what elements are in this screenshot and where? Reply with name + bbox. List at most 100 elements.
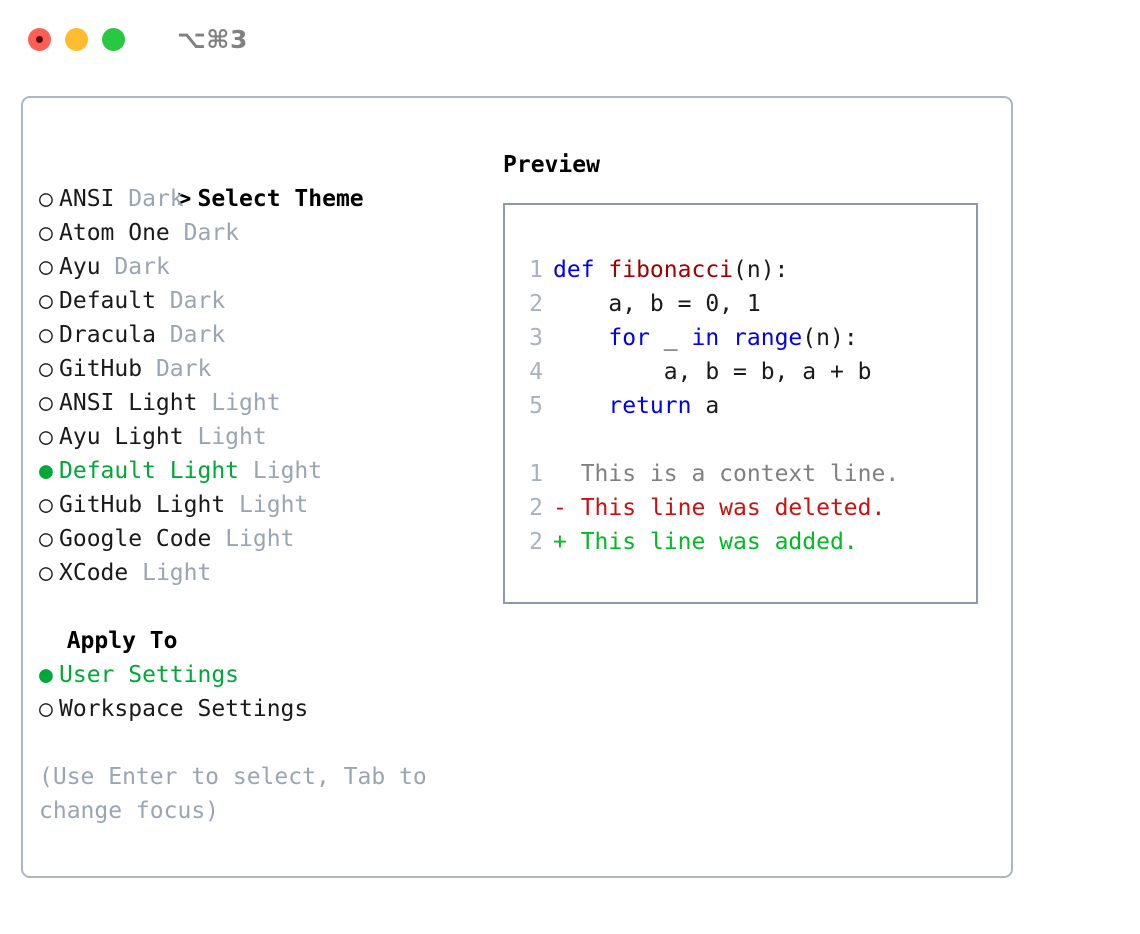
code-token: in [691,325,720,351]
code-token [553,325,608,351]
diff-marker: - [553,495,581,521]
theme-name: Ayu [59,254,101,280]
theme-name: Default Light [59,458,240,484]
traffic-light-group [28,27,125,51]
theme-picker-column: > Select Theme ○ ANSI Dark○ Atom One Dar… [39,148,489,828]
select-theme-label: Select Theme [197,186,364,212]
theme-name: Google Code [59,526,212,552]
window-title: ⌥⌘3 [177,24,248,54]
theme-list-item[interactable]: ○ ANSI Dark [39,182,489,216]
diff-marker [553,461,581,487]
select-theme-header: > Select Theme [39,148,489,212]
apply-to-option[interactable]: ● User Settings [39,658,489,692]
theme-name: Ayu Light [59,424,184,450]
theme-variant-badge: Light [225,526,295,552]
radio-unselected-icon[interactable]: ○ [39,220,67,246]
theme-name: Default [59,288,156,314]
radio-unselected-icon[interactable]: ○ [39,322,67,348]
main-panel: > Select Theme ○ ANSI Dark○ Atom One Dar… [21,96,1013,878]
theme-variant-badge: Dark [169,322,226,348]
radio-unselected-icon[interactable]: ○ [39,526,67,552]
diff-line: 1 This is a context line. [519,457,899,491]
theme-list-item[interactable]: ○ XCode Light [39,556,489,590]
radio-unselected-icon[interactable]: ○ [39,492,67,518]
code-token: range [733,325,803,351]
radio-unselected-icon[interactable]: ○ [39,186,67,212]
line-number: 5 [529,393,543,419]
code-token: def [553,257,609,283]
code-token: a, b = 0, 1 [553,291,761,317]
apply-to-title: Apply To [39,628,178,654]
radio-unselected-icon[interactable]: ○ [39,390,67,416]
code-token: fibonacci [608,257,734,283]
panel-columns: > Select Theme ○ ANSI Dark○ Atom One Dar… [23,98,1011,876]
code-token: a, b = b, a + b [553,359,872,385]
radio-selected-icon[interactable]: ● [39,662,67,688]
theme-name: ANSI [59,186,115,212]
theme-list-item[interactable]: ○ ANSI Light Light [39,386,489,420]
theme-variant-badge: Dark [128,186,184,212]
diff-text: This is a context line. [580,461,900,487]
code-diff-separator [519,423,899,457]
radio-unselected-icon[interactable]: ○ [39,424,67,450]
code-token: a [691,393,720,419]
diff-line: 2- This line was deleted. [519,491,899,525]
apply-to-list: ● User Settings○ Workspace Settings [39,658,489,726]
diff-marker: + [553,529,581,555]
theme-list-item[interactable]: ● Default Light Light [39,454,489,488]
code-line: 1 def fibonacci(n): [519,253,899,287]
code-line: 2 a, b = 0, 1 [519,287,899,321]
code-token [719,325,733,351]
line-number: 1 [529,461,543,487]
line-number: 2 [529,495,543,521]
line-number: 1 [529,257,543,283]
theme-list-item[interactable]: ○ Dracula Dark [39,318,489,352]
code-line: 5 return a [519,389,899,423]
radio-selected-icon[interactable]: ● [39,458,67,484]
theme-variant-badge: Dark [183,220,240,246]
theme-variant-badge: Light [252,458,323,484]
theme-list-item[interactable]: ○ Ayu Light Light [39,420,489,454]
theme-list-item[interactable]: ○ Google Code Light [39,522,489,556]
line-number: 4 [529,359,543,385]
window-titlebar: ⌥⌘3 [0,0,1140,78]
theme-name: ANSI Light [59,390,198,416]
theme-list-item[interactable]: ○ Ayu Dark [39,250,489,284]
code-line: 4 a, b = b, a + b [519,355,899,389]
code-token: _ [649,325,692,351]
radio-unselected-icon[interactable]: ○ [39,560,67,586]
radio-unselected-icon[interactable]: ○ [39,288,67,314]
theme-list: ○ ANSI Dark○ Atom One Dark○ Ayu Dark○ De… [39,182,489,590]
theme-list-item[interactable]: ○ GitHub Dark [39,352,489,386]
code-token: (n): [802,325,858,351]
radio-unselected-icon[interactable]: ○ [39,356,67,382]
minimize-button[interactable] [65,27,88,51]
diff-text: This line was added. [580,529,858,555]
list-spacer [39,590,489,624]
radio-unselected-icon[interactable]: ○ [39,254,67,280]
close-button[interactable] [28,27,51,51]
line-number: 3 [529,325,543,351]
theme-variant-badge: Light [211,390,281,416]
apply-to-label: User Settings [59,662,240,688]
theme-list-item[interactable]: ○ GitHub Light Light [39,488,489,522]
apply-to-option[interactable]: ○ Workspace Settings [39,692,489,726]
theme-name: XCode [59,560,129,586]
theme-name: Atom One [59,220,170,246]
line-number: 2 [529,291,543,317]
code-token: for [608,325,650,351]
radio-unselected-icon[interactable]: ○ [39,696,67,722]
theme-variant-badge: Light [142,560,212,586]
theme-name: GitHub Light [59,492,226,518]
diff-text: This line was deleted. [580,495,886,521]
theme-list-item[interactable]: ○ Atom One Dark [39,216,489,250]
maximize-button[interactable] [102,27,125,51]
preview-title: Preview [503,152,600,178]
code-token: (n): [733,257,789,283]
theme-list-item[interactable]: ○ Default Dark [39,284,489,318]
theme-variant-badge: Dark [114,254,170,280]
